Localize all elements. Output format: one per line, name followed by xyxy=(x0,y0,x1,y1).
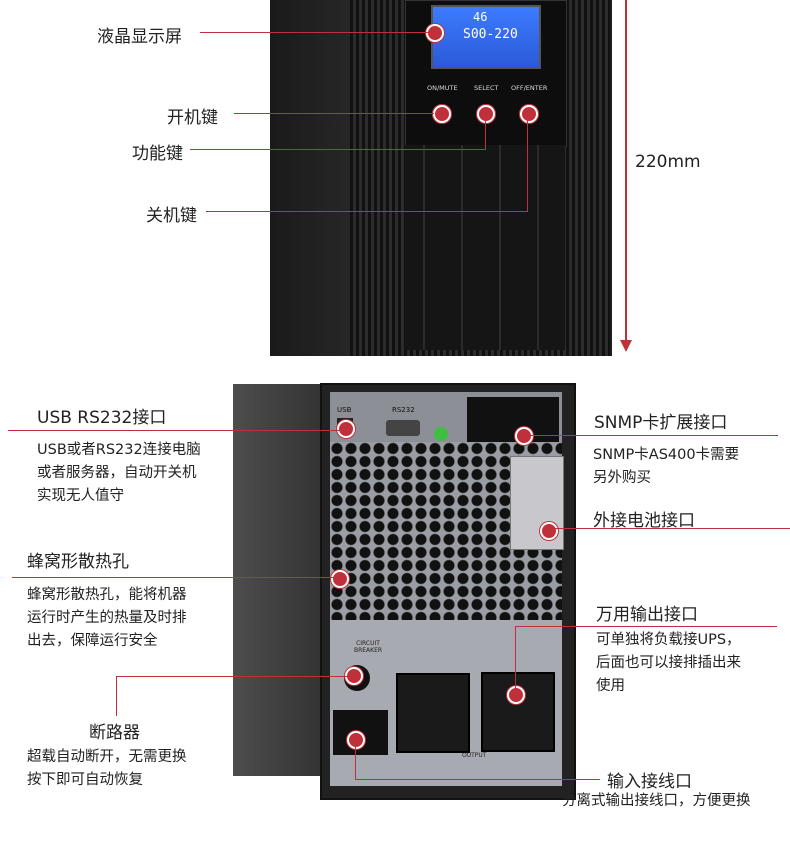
honeycomb-desc-3: 出去，保障运行安全 xyxy=(27,633,158,649)
lcd-line-2: S00-220 xyxy=(463,27,518,42)
ups-back-side-panel xyxy=(233,384,323,776)
marker-output xyxy=(507,686,525,704)
label-breaker: 断路器 xyxy=(89,723,140,743)
label-height: 220mm xyxy=(635,152,701,172)
rs232-port-caption: RS232 xyxy=(392,406,415,414)
leader-power-off-h xyxy=(206,211,528,212)
leader-power-on xyxy=(234,113,434,114)
label-power-on: 开机键 xyxy=(167,108,218,128)
usb-desc-2: 或者服务器，自动开关机 xyxy=(37,465,197,481)
leader-honeycomb xyxy=(12,577,338,578)
leader-function-v xyxy=(485,118,486,150)
input-desc: 分离式输出接线口，方便更换 xyxy=(562,793,751,809)
rs232-port xyxy=(386,420,420,436)
label-input: 输入接线口 xyxy=(607,772,692,792)
leader-input-v xyxy=(355,740,356,780)
marker-battery xyxy=(540,522,558,540)
leader-output-v xyxy=(515,626,516,692)
honeycomb-desc-1: 蜂窝形散热孔，能将机器 xyxy=(27,587,187,603)
marker-function xyxy=(477,105,495,123)
label-honeycomb: 蜂窝形散热孔 xyxy=(27,552,129,572)
label-output: 万用输出接口 xyxy=(596,605,698,625)
usb-desc-1: USB或者RS232连接电脑 xyxy=(37,442,201,458)
output-socket-1 xyxy=(396,673,470,753)
output-caption: OUTPUT xyxy=(462,752,487,759)
breaker-desc-1: 超载自动断开，无需更换 xyxy=(27,749,187,765)
snmp-desc-1: SNMP卡AS400卡需要 xyxy=(593,447,740,463)
output-desc-1: 可单独将负载接UPS， xyxy=(596,632,741,648)
leader-input-h xyxy=(355,779,600,780)
lcd-screen: 46 S00-220 xyxy=(431,5,541,69)
height-dimension-line xyxy=(625,0,627,346)
snmp-slot xyxy=(467,397,559,445)
btn-off-caption: OFF/ENTER xyxy=(511,84,548,92)
usb-port-caption: USB xyxy=(337,406,352,414)
leader-snmp xyxy=(530,435,778,436)
usb-desc-3: 实现无人值守 xyxy=(37,488,124,504)
marker-lcd xyxy=(426,24,444,42)
marker-honeycomb xyxy=(331,570,349,588)
marker-input xyxy=(347,731,365,749)
marker-power-on xyxy=(433,105,451,123)
honeycomb-desc-2: 运行时产生的热量及时排 xyxy=(27,610,187,626)
leader-battery xyxy=(555,528,790,529)
lcd-line-1: 46 xyxy=(473,10,488,24)
btn-select-caption: SELECT xyxy=(474,84,499,92)
marker-power-off xyxy=(520,105,538,123)
marker-usb xyxy=(337,420,355,438)
leader-power-off-v xyxy=(527,118,528,212)
marker-snmp xyxy=(515,427,533,445)
output-desc-3: 使用 xyxy=(596,678,625,694)
breaker-caption: CIRCUIT BREAKER xyxy=(353,640,383,654)
front-vent-panel xyxy=(405,145,565,350)
leader-lcd xyxy=(200,32,428,33)
snmp-desc-2: 另外购买 xyxy=(593,470,651,486)
label-usb-rs232: USB RS232接口 xyxy=(37,408,167,428)
height-dimension-arrow xyxy=(620,340,632,352)
label-ext-battery: 外接电池接口 xyxy=(593,511,695,531)
leader-breaker-h xyxy=(116,676,354,677)
btn-on-caption: ON/MUTE xyxy=(427,84,458,92)
output-socket-2 xyxy=(481,672,555,752)
leader-breaker-v xyxy=(116,676,117,716)
label-snmp: SNMP卡扩展接口 xyxy=(594,413,728,433)
label-function: 功能键 xyxy=(132,144,183,164)
label-lcd: 液晶显示屏 xyxy=(97,27,182,47)
leader-output-h xyxy=(515,626,777,627)
breaker-desc-2: 按下即可自动恢复 xyxy=(27,772,143,788)
leader-usb xyxy=(8,430,343,431)
output-desc-2: 后面也可以接排插出来 xyxy=(596,655,741,671)
leader-function-h xyxy=(190,149,485,150)
label-power-off: 关机键 xyxy=(146,206,197,226)
ground-badge xyxy=(434,427,448,441)
